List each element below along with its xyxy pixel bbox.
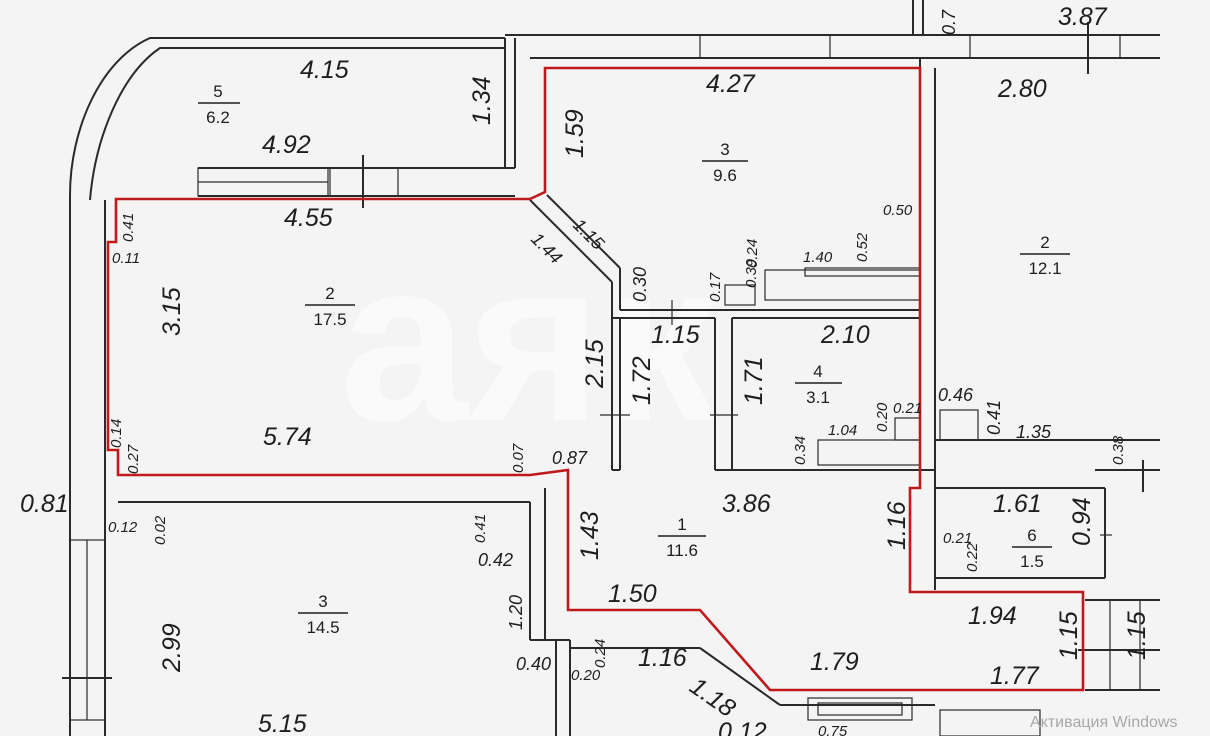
dim-label: 1.59 — [561, 109, 589, 158]
dim-label: 1.94 — [968, 602, 1017, 630]
room-area: 11.6 — [666, 541, 698, 560]
room-number: 6 — [1027, 526, 1036, 545]
room-number: 4 — [813, 362, 822, 381]
dim-label: 1.15 — [1123, 611, 1151, 660]
dim-label: 1.43 — [576, 511, 604, 560]
walls — [62, 0, 1160, 736]
dim-label: 0.41 — [984, 400, 1004, 435]
dim-label: 2.10 — [820, 321, 870, 349]
dim-label: 0.24 — [592, 639, 609, 668]
activation-watermark: Активация Windows — [1030, 714, 1177, 731]
dim-label: 1.18 — [685, 672, 741, 723]
dim-label: 5.74 — [263, 423, 312, 451]
dim-label: 1.34 — [468, 76, 496, 125]
dim-label: 1.72 — [628, 356, 656, 405]
dim-label: 1.50 — [608, 580, 657, 608]
room-label-5: 5 6.2 — [198, 82, 240, 127]
dim-label: 2.80 — [997, 75, 1047, 103]
dim-label: 0.7 — [939, 9, 959, 35]
dim-label: 0.20 — [571, 667, 601, 684]
room-number: 3 — [318, 592, 327, 611]
dim-label: 0.07 — [510, 443, 527, 473]
dim-label: 4.55 — [284, 204, 333, 232]
dim-label: 1.71 — [740, 356, 768, 405]
room-label-2-right: 2 12.1 — [1020, 233, 1070, 278]
dim-label: 0.20 — [874, 402, 891, 432]
room-label-4: 4 3.1 — [795, 362, 842, 407]
dim-label: 1.40 — [803, 249, 833, 266]
dim-label: 0.12 — [108, 519, 138, 536]
dimension-labels: 4.15 1.34 4.92 4.27 1.59 3.87 2.80 0.7 4… — [20, 3, 1151, 736]
dim-label: 1.15 — [1055, 611, 1083, 660]
dim-label: 1.35 — [1016, 422, 1052, 442]
right-margin — [1160, 0, 1210, 736]
dim-label: 0.22 — [964, 542, 981, 572]
dim-label: 0.41 — [472, 514, 489, 543]
dim-label: 0.40 — [516, 654, 551, 674]
dim-label: 0.94 — [1068, 497, 1096, 546]
dim-label: 4.27 — [706, 70, 756, 98]
room-area: 6.2 — [206, 108, 230, 127]
dim-label: 0.42 — [478, 550, 513, 570]
dim-label: 2.15 — [581, 339, 609, 389]
dim-label: 0.75 — [818, 723, 848, 736]
dim-label: 3.87 — [1058, 3, 1108, 31]
room-number: 2 — [1040, 233, 1049, 252]
dim-label: 0.50 — [883, 202, 913, 219]
room-area: 9.6 — [713, 166, 737, 185]
room-area: 12.1 — [1028, 259, 1061, 278]
room-label-6: 6 1.5 — [1012, 526, 1052, 571]
room-label-3-top: 3 9.6 — [702, 140, 748, 185]
dim-label: 0.30 — [630, 267, 650, 302]
dim-label: 1.16 — [638, 644, 687, 672]
dim-label: 1.61 — [993, 490, 1042, 518]
dim-label: 3.15 — [158, 287, 186, 336]
dim-label: 0.12 — [718, 718, 767, 736]
room-label-2-left: 2 17.5 — [305, 284, 355, 329]
room-area: 14.5 — [306, 618, 339, 637]
room-number: 3 — [720, 140, 729, 159]
dim-label: 1.79 — [810, 648, 859, 676]
dim-label: 0.21 — [943, 530, 972, 547]
room-area: 3.1 — [806, 388, 830, 407]
dim-label: 1.16 — [883, 501, 911, 550]
dim-label: 0.46 — [938, 385, 974, 405]
dim-label: 5.15 — [258, 710, 307, 736]
dim-label: 0.52 — [854, 232, 871, 262]
room-label-1: 1 11.6 — [658, 515, 706, 560]
dim-label: 0.81 — [20, 490, 69, 518]
dim-label: 1.77 — [990, 662, 1040, 690]
dim-label: 0.02 — [152, 515, 169, 545]
room-number: 1 — [677, 515, 686, 534]
dim-label: 0.34 — [792, 436, 809, 465]
dim-label: 0.21 — [893, 400, 922, 417]
dim-label: 3.86 — [722, 490, 771, 518]
dim-label: 1.04 — [828, 422, 857, 439]
dim-label: 4.92 — [262, 131, 311, 159]
room-area: 1.5 — [1020, 552, 1044, 571]
room-number: 2 — [325, 284, 334, 303]
room-label-3-bottom: 3 14.5 — [298, 592, 348, 637]
dim-label: 0.14 — [108, 419, 125, 448]
dim-label: 0.11 — [112, 250, 140, 267]
dim-label: 2.99 — [158, 623, 186, 673]
dim-label: 0.27 — [125, 444, 142, 474]
dim-label: 0.41 — [120, 213, 137, 242]
room-area: 17.5 — [313, 310, 346, 329]
room-labels: 5 6.2 3 9.6 2 17.5 2 12.1 4 3.1 1 11.6 — [198, 82, 1070, 637]
watermark: аяк — [340, 212, 718, 469]
dim-label: 4.15 — [300, 56, 349, 84]
highlight-outlines — [106, 66, 1085, 692]
dim-label: 1.20 — [506, 595, 526, 630]
dim-label: 0.24 — [744, 239, 761, 268]
dim-label: 0.39 — [743, 258, 760, 288]
room-number: 5 — [213, 82, 222, 101]
dim-label: 0.17 — [707, 272, 724, 302]
dim-label: 0.87 — [552, 448, 588, 468]
outline-room-3-top — [106, 66, 1085, 692]
dim-label: 0.38 — [1110, 435, 1127, 465]
dim-label: 1.15 — [651, 321, 700, 349]
